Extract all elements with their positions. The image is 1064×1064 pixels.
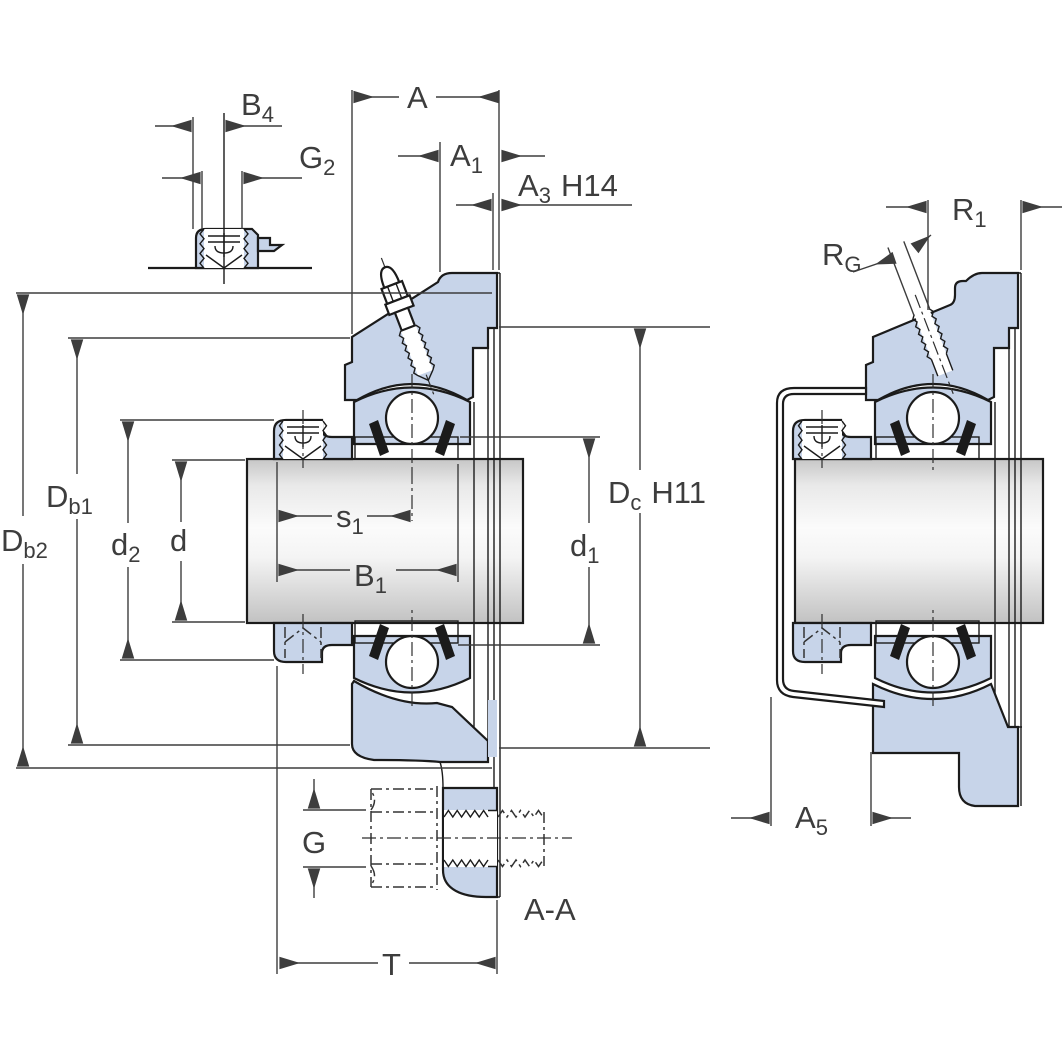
label-B1: B1 [354, 558, 387, 598]
label-RG: RG [822, 237, 862, 277]
label-Db1: Db1 [46, 479, 93, 519]
label-s1: s1 [336, 499, 364, 539]
main-section-view [245, 257, 572, 899]
dim-RG [852, 251, 897, 273]
label-d2: d2 [111, 527, 141, 567]
label-G: G [302, 825, 326, 860]
label-section-AA: A-A [524, 892, 576, 927]
housing-lower-side [871, 682, 1020, 808]
label-d: d [170, 523, 187, 558]
label-G2: G2 [299, 140, 335, 180]
housing-lower [350, 679, 490, 764]
flange-edge-lines [994, 272, 1022, 806]
label-A: A [407, 80, 428, 115]
flange-plate-lines [473, 272, 501, 898]
label-A1: A1 [450, 138, 483, 178]
label-Db2: Db2 [1, 523, 48, 563]
shaft-side [793, 457, 1045, 625]
dimension-lines [16, 90, 1062, 970]
shaft [245, 457, 525, 625]
label-B4: B4 [241, 87, 274, 127]
detail-view-collar [148, 113, 312, 284]
side-view [775, 241, 1045, 808]
label-R1: R1 [952, 192, 987, 232]
end-cover [775, 386, 886, 709]
housing-upper [343, 271, 499, 402]
housing-upper-side [864, 271, 1020, 402]
label-T: T [382, 947, 401, 982]
label-d1: d1 [570, 528, 600, 568]
flange-bolt [362, 786, 572, 890]
label-A5: A5 [795, 800, 828, 840]
